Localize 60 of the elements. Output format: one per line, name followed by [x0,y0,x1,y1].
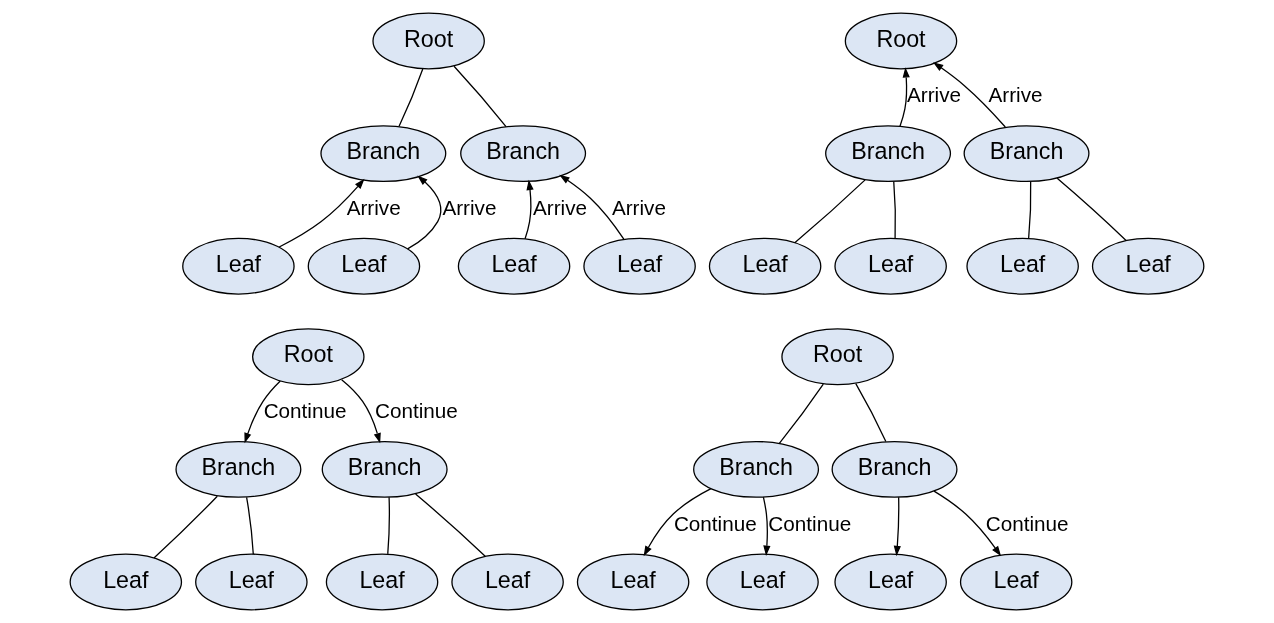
edge-label: Continue [263,399,347,423]
connector [1056,177,1127,242]
node-ellipse: Leaf [706,553,819,611]
node-ellipse: Branch [963,125,1090,183]
connector [778,383,824,444]
edge-label: Arrive [532,195,588,219]
arrow [524,179,534,240]
connector [453,65,507,128]
edge-label: Continue [985,511,1069,535]
edge-label: Continue [768,511,852,535]
node-ellipse: Leaf [451,553,564,611]
node-ellipse: Root [252,328,365,386]
node-ellipse: Leaf [182,237,295,295]
node-ellipse: Leaf [576,553,690,611]
edge-label: Arrive [906,83,962,107]
edge-label: Arrive [442,195,497,219]
node-ellipse: Leaf [1091,237,1205,295]
arrow [933,490,1002,557]
node-ellipse: Leaf [583,237,696,295]
connector [893,180,896,239]
arrow [762,496,771,556]
node-ellipse: Root [781,328,894,386]
arrow [278,178,365,248]
arrow [933,62,1006,128]
arrow [899,67,910,127]
connector [414,493,486,557]
connector [245,496,254,555]
arrow [341,379,381,444]
node-ellipse: Leaf [325,553,439,611]
node-ellipse: Leaf [834,553,947,611]
node-ellipse: Leaf [307,237,421,295]
connector [794,179,866,244]
node-ellipse: Leaf [69,553,183,611]
edge-label: Arrive [611,195,666,219]
connector [398,68,424,127]
connector [387,496,390,555]
node-ellipse: Root [372,12,485,70]
arrow [643,488,712,557]
node-ellipse: Leaf [708,237,822,295]
connector [153,495,218,559]
node-ellipse: Branch [693,440,820,498]
node-ellipse: Leaf [457,237,571,295]
node-ellipse: Leaf [834,237,947,295]
node-ellipse: Branch [825,125,952,183]
arrow [893,496,901,557]
arrow [244,380,281,444]
node-ellipse: Branch [321,440,448,498]
edge-label: Arrive [988,83,1043,107]
connector [1028,180,1032,240]
node-ellipse: Branch [175,440,302,498]
node-ellipse: Leaf [959,553,1073,611]
node-ellipse: Branch [831,440,958,498]
edge-label: Continue [673,511,757,535]
edge-label: Continue [374,399,458,423]
edge-label: Arrive [346,195,401,219]
node-ellipse: Leaf [195,553,308,611]
arrow [406,175,442,250]
connector [855,382,887,443]
node-ellipse: Leaf [966,237,1079,295]
arrow [559,174,625,240]
